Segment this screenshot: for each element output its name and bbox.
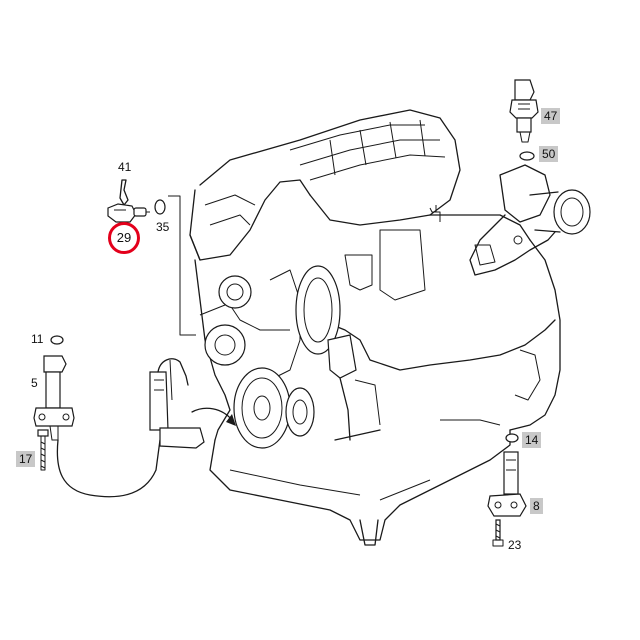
part-29-sensor bbox=[107, 203, 150, 223]
callout-23[interactable]: 23 bbox=[508, 538, 522, 552]
part-17-bolt bbox=[37, 429, 49, 471]
part-50-o-ring bbox=[519, 151, 535, 161]
callout-50[interactable]: 50 bbox=[539, 146, 559, 162]
part-35-o-ring bbox=[154, 199, 166, 215]
callout-8[interactable]: 8 bbox=[530, 498, 543, 514]
pulley-assembly bbox=[191, 265, 381, 449]
callout-29[interactable]: 29 bbox=[108, 222, 140, 254]
callout-5[interactable]: 5 bbox=[31, 376, 38, 390]
callout-35[interactable]: 35 bbox=[156, 220, 170, 234]
part-41-clip bbox=[119, 179, 129, 206]
part-5-sensor bbox=[33, 355, 205, 498]
part-23-bolt bbox=[492, 519, 504, 547]
part-14-o-ring bbox=[505, 433, 519, 443]
part-11-o-ring bbox=[50, 335, 64, 345]
part-8-sensor bbox=[487, 451, 527, 517]
callout-41[interactable]: 41 bbox=[118, 160, 132, 174]
callout-11[interactable]: 11 bbox=[31, 332, 44, 346]
callout-47[interactable]: 47 bbox=[541, 108, 561, 124]
engine-block bbox=[189, 109, 591, 546]
callout-17[interactable]: 17 bbox=[16, 451, 36, 467]
part-47-sensor bbox=[509, 79, 539, 143]
callout-14[interactable]: 14 bbox=[522, 432, 542, 448]
leader-lines bbox=[168, 195, 226, 336]
